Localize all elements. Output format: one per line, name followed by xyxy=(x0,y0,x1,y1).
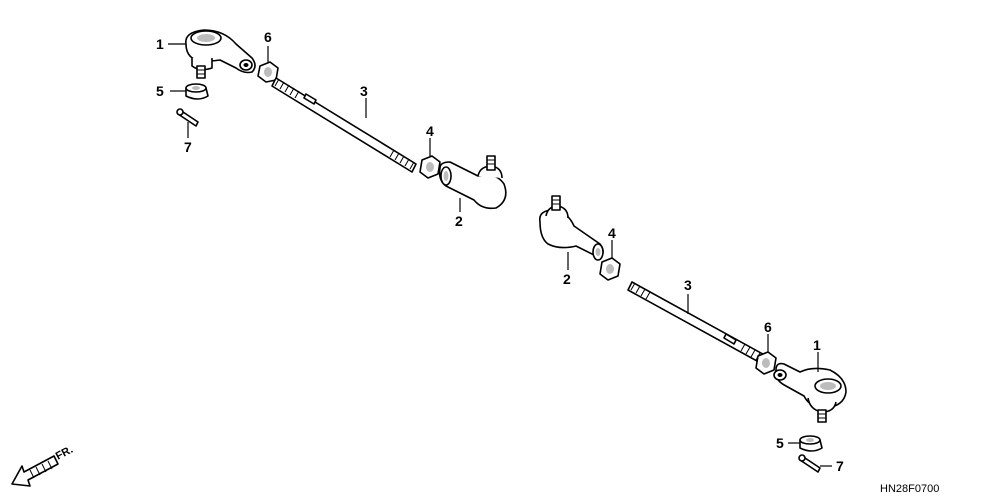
tie-rod-right[interactable] xyxy=(627,281,771,367)
jam-nut-inner-right[interactable] xyxy=(599,257,621,281)
callout-7-left: 7 xyxy=(184,139,192,155)
callout-5-right: 5 xyxy=(776,435,784,451)
callout-4-left: 4 xyxy=(426,123,434,139)
callout-3-right: 3 xyxy=(684,277,692,293)
callout-2-right: 2 xyxy=(563,271,571,287)
tie-rod-end-inner-left[interactable] xyxy=(438,155,507,210)
jam-nut-inner-left[interactable] xyxy=(419,155,441,179)
callout-7-right: 7 xyxy=(836,458,844,474)
cotter-pin-left[interactable] xyxy=(176,108,199,127)
callout-1-right: 1 xyxy=(813,337,821,353)
front-direction-arrow-icon xyxy=(11,455,59,487)
tie-rod-left[interactable] xyxy=(271,77,417,173)
cotter-pin-right[interactable] xyxy=(798,454,821,473)
tie-rod-end-inner-right[interactable] xyxy=(538,195,604,261)
callout-6-left: 6 xyxy=(264,29,272,45)
callout-4-right: 4 xyxy=(608,225,616,241)
jam-nut-outer-right[interactable] xyxy=(755,351,777,375)
callout-2-left: 2 xyxy=(455,213,463,229)
tie-rod-end-outer-right[interactable] xyxy=(773,362,847,423)
castle-nut-right[interactable] xyxy=(799,435,823,452)
callout-3-left: 3 xyxy=(360,83,368,99)
front-direction-label: FR. xyxy=(54,444,75,463)
castle-nut-left[interactable] xyxy=(185,83,209,100)
tie-rod-end-outer-left[interactable] xyxy=(185,29,256,79)
callout-5-left: 5 xyxy=(156,83,164,99)
drawing-code: HN28F0700 xyxy=(880,483,939,495)
callout-6-right: 6 xyxy=(764,319,772,335)
callout-1-left: 1 xyxy=(156,36,164,52)
